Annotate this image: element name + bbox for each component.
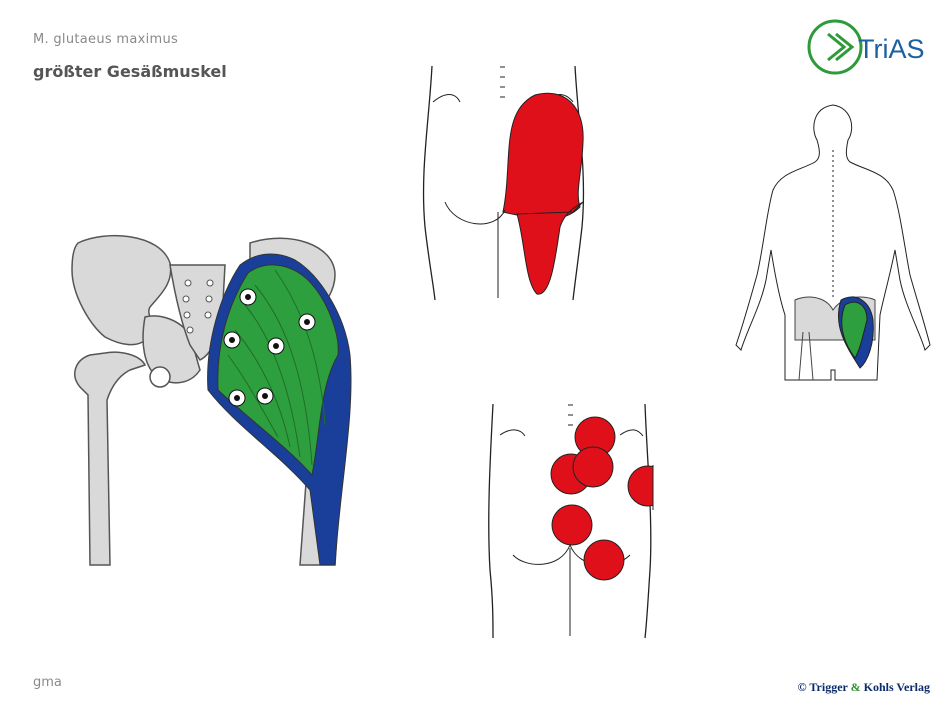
copyright-notice: © Trigger & Kohls Verlag <box>798 680 930 695</box>
pain-pattern-referred-view <box>422 65 585 301</box>
muscle-code: gma <box>33 675 62 690</box>
copyright-suffix: Kohls Verlag <box>860 680 930 694</box>
copyright-ampersand: & <box>850 680 861 694</box>
body-back-overview <box>735 104 931 381</box>
logo-text: TriAS <box>858 34 925 64</box>
copyright-prefix: © Trigger <box>797 680 851 694</box>
pelvis-muscle-illustration <box>71 234 352 566</box>
trias-logo: TriAS <box>807 19 925 75</box>
muscle-german-name: größter Gesäßmuskel <box>33 62 227 81</box>
trigger-point-areas-view <box>488 403 670 639</box>
muscle-latin-name: M. glutaeus maximus <box>33 32 179 47</box>
